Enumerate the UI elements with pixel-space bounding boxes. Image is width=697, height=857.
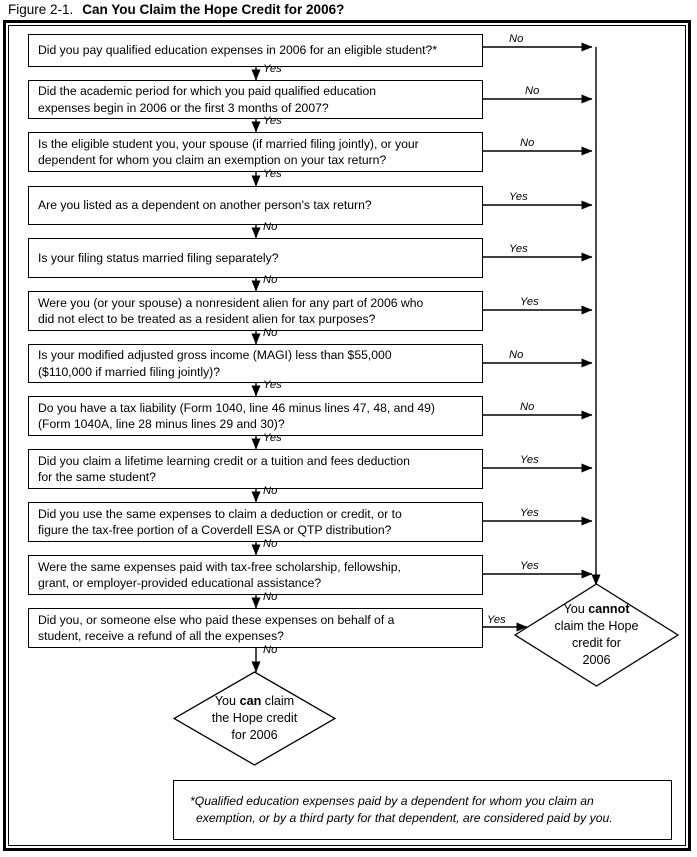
question-box-2[interactable]: Did the academic period for which you pa… — [28, 80, 483, 119]
terminal-cannot-claim[interactable]: You cannot claim the Hope credit for 200… — [514, 583, 679, 687]
edge-label-right-12: Yes — [487, 614, 506, 626]
edge-label-down-9: No — [263, 485, 278, 497]
edge-label-right-3: No — [520, 137, 535, 149]
edge-label-right-4: Yes — [509, 191, 528, 203]
question-text: Were the same expenses paid with tax-fre… — [38, 559, 401, 591]
question-box-5[interactable]: Is your filing status married filing sep… — [28, 238, 483, 278]
question-box-9[interactable]: Did you claim a lifetime learning credit… — [28, 449, 483, 489]
edge-label-right-2: No — [525, 85, 540, 97]
question-text: Is the eligible student you, your spouse… — [38, 136, 419, 168]
footnote-text: *Qualified education expenses paid by a … — [190, 794, 613, 825]
edge-label-down-1: Yes — [263, 63, 282, 75]
footnote-box: *Qualified education expenses paid by a … — [173, 780, 672, 840]
question-text: Did you pay qualified education expenses… — [38, 43, 438, 58]
edge-label-down-3: Yes — [263, 168, 282, 180]
edge-label-right-10: Yes — [520, 507, 539, 519]
edge-label-down-11: No — [263, 591, 278, 603]
edge-label-down-7: Yes — [263, 379, 282, 391]
inner-border — [8, 25, 686, 846]
question-text: Is your filing status married filing sep… — [38, 250, 279, 265]
question-box-8[interactable]: Do you have a tax liability (Form 1040, … — [28, 396, 483, 436]
page-title: Figure 2-1. Can You Claim the Hope Credit… — [8, 2, 344, 17]
edge-label-right-5: Yes — [509, 243, 528, 255]
edge-label-down-4: No — [263, 221, 278, 233]
terminal-cannot-label: You cannot claim the Hope credit for 200… — [554, 602, 639, 667]
question-box-11[interactable]: Were the same expenses paid with tax-fre… — [28, 555, 483, 595]
question-box-1[interactable]: Did you pay qualified education expenses… — [28, 34, 483, 67]
question-box-3[interactable]: Is the eligible student you, your spouse… — [28, 132, 483, 172]
question-text: Were you (or your spouse) a nonresident … — [38, 295, 424, 327]
edge-label-right-9: Yes — [520, 454, 539, 466]
figure-title-text: Can You Claim the Hope Credit for 2006? — [82, 2, 345, 17]
edge-label-down-10: No — [263, 538, 278, 550]
edge-label-down-2: Yes — [263, 115, 282, 127]
question-text: Did you claim a lifetime learning credit… — [38, 453, 410, 485]
question-box-12[interactable]: Did you, or someone else who paid these … — [28, 608, 483, 648]
outer-border — [3, 20, 691, 851]
edge-label-down-8: Yes — [263, 432, 282, 444]
edge-label-right-1: No — [509, 33, 524, 45]
edge-label-down-6: No — [263, 327, 278, 339]
edge-label-down-5: No — [263, 274, 278, 286]
edge-label-right-11: Yes — [520, 560, 539, 572]
question-box-7[interactable]: Is your modified adjusted gross income (… — [28, 344, 483, 383]
question-text: Are you listed as a dependent on another… — [38, 198, 372, 213]
terminal-can-label: You can claim the Hope credit for 2006 — [211, 694, 298, 742]
question-text: Did the academic period for which you pa… — [38, 84, 377, 115]
question-text: Did you use the same expenses to claim a… — [38, 506, 402, 538]
question-box-4[interactable]: Are you listed as a dependent on another… — [28, 186, 483, 225]
edge-label-right-8: No — [520, 401, 535, 413]
question-text: Is your modified adjusted gross income (… — [38, 348, 392, 379]
terminal-can-claim[interactable]: You can claim the Hope credit for 2006 — [173, 671, 336, 766]
edge-label-right-7: No — [509, 349, 524, 361]
question-text: Did you, or someone else who paid these … — [38, 612, 395, 644]
question-box-6[interactable]: Were you (or your spouse) a nonresident … — [28, 291, 483, 331]
edge-label-right-6: Yes — [520, 296, 539, 308]
edge-label-down-12: No — [263, 644, 278, 656]
figure-number: Figure 2-1. — [8, 2, 74, 17]
question-text: Do you have a tax liability (Form 1040, … — [38, 400, 435, 432]
question-box-10[interactable]: Did you use the same expenses to claim a… — [28, 502, 483, 542]
